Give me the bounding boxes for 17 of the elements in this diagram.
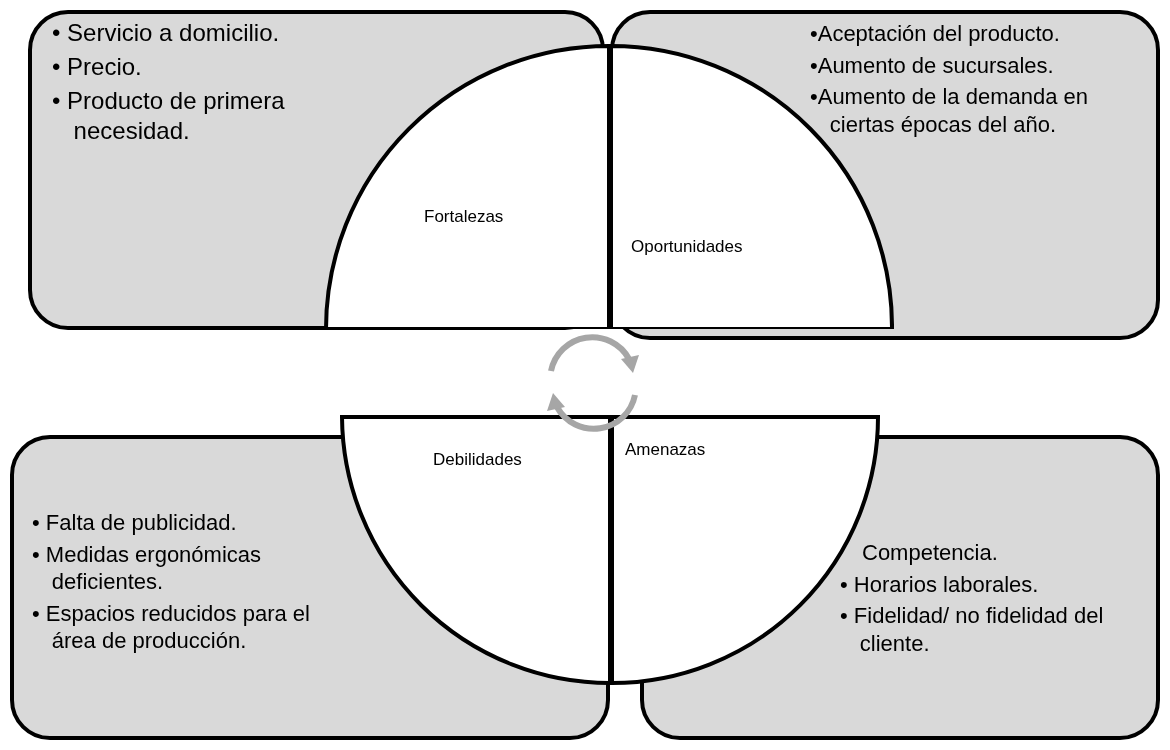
swot-panel [610,10,1160,340]
bullet-item: Competencia. [862,539,999,567]
bullet-item: • Horarios laborales. [840,570,1040,598]
bullet-item: • Falta de publicidad. [32,509,238,537]
bullet-item: • Medidas ergonómicas deficientes. [32,540,263,596]
bullet-item: •Aumento de la demanda en ciertas épocas del año. [810,83,1089,138]
bullet-item: • Espacios reducidos para el área de producción. [32,599,311,655]
bullet-item: • Producto de primera necesidad. [52,86,286,146]
bullet-item: •Aumento de sucursales. [810,51,1055,79]
bullet-item: • Fidelidad/ no fidelidad del cliente. [840,602,1105,657]
quadrant-title: Fortalezas [424,206,504,228]
bullet-item: • Servicio a domicilio. [52,18,281,48]
quadrant-title: Amenazas [625,439,706,461]
bullet-item: •Aceptación del producto. [810,20,1061,48]
quadrant-title: Oportunidades [631,236,743,258]
quadrant-title: Debilidades [433,449,522,471]
bullet-item: • Precio. [52,52,143,82]
